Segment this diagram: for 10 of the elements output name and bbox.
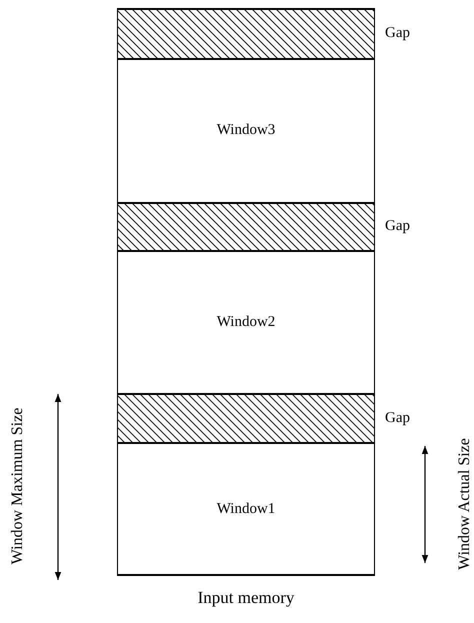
- window-label: Window2: [216, 314, 276, 330]
- dimension-label: Window Maximum Size: [9, 406, 27, 566]
- dimension-label: Window Actual Size: [456, 436, 474, 572]
- window-block: [117, 443, 375, 576]
- memory-caption: Input memory: [196, 588, 296, 608]
- gap-label: Gap: [385, 25, 410, 42]
- window-label: Window1: [216, 500, 276, 518]
- window-label: Window3: [216, 122, 276, 139]
- gap-label: Gap: [385, 218, 410, 235]
- gap-label: Gap: [385, 410, 410, 426]
